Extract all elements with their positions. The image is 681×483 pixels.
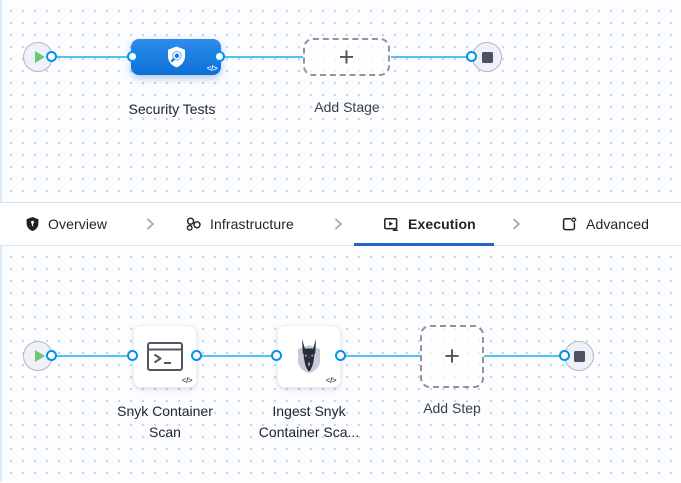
code-icon: </> bbox=[181, 376, 193, 385]
code-icon: </> bbox=[325, 376, 337, 385]
tab-overview[interactable]: Overview bbox=[25, 203, 107, 245]
step-label: Ingest Snyk Container Sca... bbox=[258, 403, 360, 440]
stage-config-tabbar: Overview Infrastructure bbox=[0, 203, 681, 246]
canvas-left-edge bbox=[0, 0, 2, 202]
connector-point bbox=[271, 350, 282, 361]
active-tab-underline bbox=[354, 243, 494, 246]
connector-point bbox=[46, 350, 57, 361]
tab-label: Overview bbox=[48, 216, 108, 232]
execution-play-icon bbox=[383, 216, 400, 233]
step-label: Snyk Container Scan bbox=[117, 403, 213, 440]
connector-point bbox=[559, 350, 570, 361]
chevron-right-icon bbox=[142, 216, 158, 232]
canvas-left-edge bbox=[0, 246, 2, 482]
execution-canvas: </> </> + bbox=[0, 246, 681, 482]
connector-point bbox=[466, 51, 477, 62]
shield-icon bbox=[25, 216, 40, 232]
plus-icon: + bbox=[444, 341, 460, 371]
play-icon bbox=[34, 51, 45, 63]
connector-line bbox=[220, 56, 303, 58]
chevron-right-icon bbox=[330, 216, 346, 232]
connector-line bbox=[484, 355, 565, 357]
add-step-button[interactable]: + bbox=[420, 325, 484, 388]
connector-line bbox=[197, 355, 277, 357]
connector-line bbox=[52, 56, 133, 58]
stop-icon bbox=[573, 350, 585, 362]
stage-node-security-tests[interactable]: </> bbox=[131, 39, 221, 75]
tab-infrastructure[interactable]: Infrastructure bbox=[185, 203, 294, 245]
tab-advanced[interactable]: Advanced bbox=[561, 203, 649, 245]
stage-label: Security Tests bbox=[128, 101, 216, 117]
security-shield-search-icon bbox=[163, 44, 190, 71]
connector-point bbox=[191, 350, 202, 361]
connector-point bbox=[127, 51, 138, 62]
step-node-ingest-snyk-container-scan[interactable]: </> bbox=[277, 325, 341, 388]
add-stage-button[interactable]: + bbox=[303, 38, 390, 76]
connector-line bbox=[52, 355, 133, 357]
tab-label: Execution bbox=[408, 216, 476, 232]
connector-point bbox=[46, 51, 57, 62]
chevron-right-icon bbox=[508, 216, 524, 232]
connector-line bbox=[391, 56, 472, 58]
connector-point bbox=[335, 350, 346, 361]
terminal-icon bbox=[145, 340, 185, 374]
pipeline-end-node bbox=[472, 42, 502, 72]
connector-point bbox=[127, 350, 138, 361]
add-stage-label: Add Stage bbox=[314, 99, 380, 115]
advanced-gear-icon bbox=[561, 216, 578, 233]
add-step-label: Add Step bbox=[423, 400, 481, 416]
tab-label: Advanced bbox=[586, 216, 650, 232]
step-node-snyk-container-scan[interactable]: </> bbox=[133, 325, 197, 388]
plus-icon: + bbox=[338, 41, 355, 72]
infrastructure-icon bbox=[185, 216, 202, 233]
stop-icon bbox=[481, 51, 493, 63]
connector-point bbox=[214, 51, 225, 62]
snyk-doberman-logo-icon bbox=[292, 338, 326, 376]
stage-canvas: </> + Security Tests Add Stage bbox=[0, 0, 681, 203]
play-icon bbox=[34, 350, 45, 362]
tab-execution[interactable]: Execution bbox=[383, 203, 476, 245]
code-icon: </> bbox=[206, 64, 218, 73]
execution-end-node bbox=[564, 341, 594, 371]
tab-label: Infrastructure bbox=[210, 216, 294, 232]
connector-line bbox=[341, 355, 420, 357]
